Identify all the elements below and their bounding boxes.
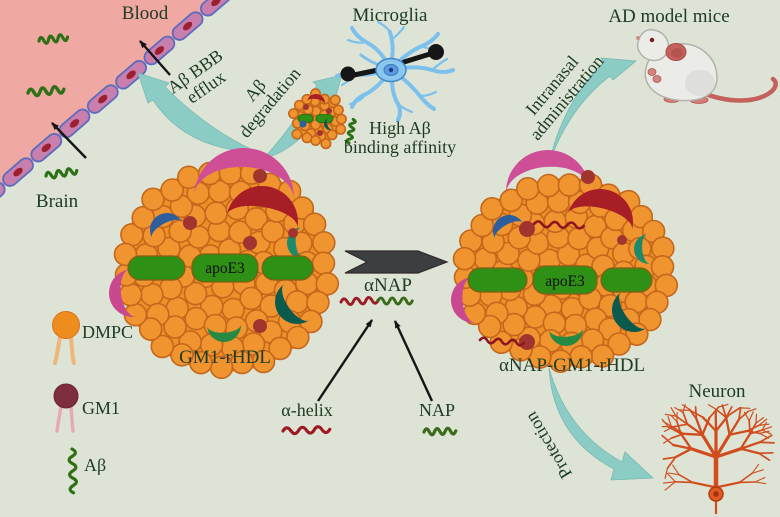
mouse-paw <box>652 75 662 83</box>
brain-efflux-arrow <box>51 122 87 159</box>
neuron-label: Neuron <box>688 381 746 402</box>
legend-label-gm1: GM1 <box>82 398 121 418</box>
intranasal-arrow <box>548 57 638 164</box>
particle-cargo <box>109 148 310 342</box>
apoe3-label-right: apoE3 <box>545 273 585 290</box>
efflux-arrow <box>137 72 258 153</box>
black-arrows <box>51 40 434 402</box>
mouse-haunch <box>685 70 715 96</box>
nap-label: NAP <box>418 400 456 420</box>
gm1-rhdl-particle: apoE3 <box>109 148 340 380</box>
alpha-helix-label: α-helix <box>281 400 333 420</box>
brain-label: Brain <box>35 191 79 212</box>
neuron-nucleus <box>713 491 719 497</box>
microglia-label: Microglia <box>352 5 428 26</box>
apoe3-belt <box>127 253 314 283</box>
small-rhdl-particle <box>287 88 347 150</box>
mouse-ear-inner <box>671 48 683 58</box>
neuron-cell <box>661 403 775 514</box>
protection-arrow <box>548 367 654 481</box>
ad-mice-label: AD model mice <box>608 6 730 27</box>
apoe3-label-left: apoE3 <box>205 260 245 277</box>
mouse-head <box>636 28 670 62</box>
anap-gm1-rhdl-particle: apoE3 <box>451 150 679 374</box>
abeta-icon <box>67 447 78 495</box>
mouse-paw <box>647 68 657 76</box>
gm1-icon <box>53 383 79 433</box>
blood-efflux-arrow <box>139 40 171 76</box>
high-binding-label: High Aβ binding affinity <box>343 118 457 158</box>
blood-label: Blood <box>121 3 169 24</box>
conjugation-arrow <box>344 250 449 274</box>
mouse-tail <box>697 76 778 103</box>
nap-pointer-arrow <box>393 320 434 402</box>
legend-icons <box>52 311 80 495</box>
alpha-helix-pointer-arrow <box>317 319 373 402</box>
apoe3-belt <box>467 265 653 295</box>
peptide-squiggles <box>281 296 458 437</box>
mouse-nose <box>636 36 640 40</box>
microglia-nucleolus <box>388 67 394 73</box>
dmpc-lipid-icon <box>52 311 80 365</box>
abeta-squiggles <box>26 33 357 180</box>
legend-label-dmpc: DMPC <box>82 322 134 342</box>
microglia-cell <box>335 20 455 122</box>
gm1-rhdl-label: GM1-rHDL <box>179 347 271 368</box>
ad-mouse <box>636 28 778 104</box>
neuron-dendrites <box>661 403 775 495</box>
anap-label: αNAP <box>364 275 412 296</box>
particle-cargo <box>451 150 651 350</box>
anap-gm1-rhdl-label: αNAP-GM1-rHDL <box>498 355 646 376</box>
vessel-cells <box>0 0 232 212</box>
phagocytosed-debris <box>340 44 444 82</box>
mouse-eye <box>649 37 655 43</box>
legend-label-abeta: Aβ <box>84 455 107 475</box>
blood-brain-barrier <box>0 0 232 212</box>
